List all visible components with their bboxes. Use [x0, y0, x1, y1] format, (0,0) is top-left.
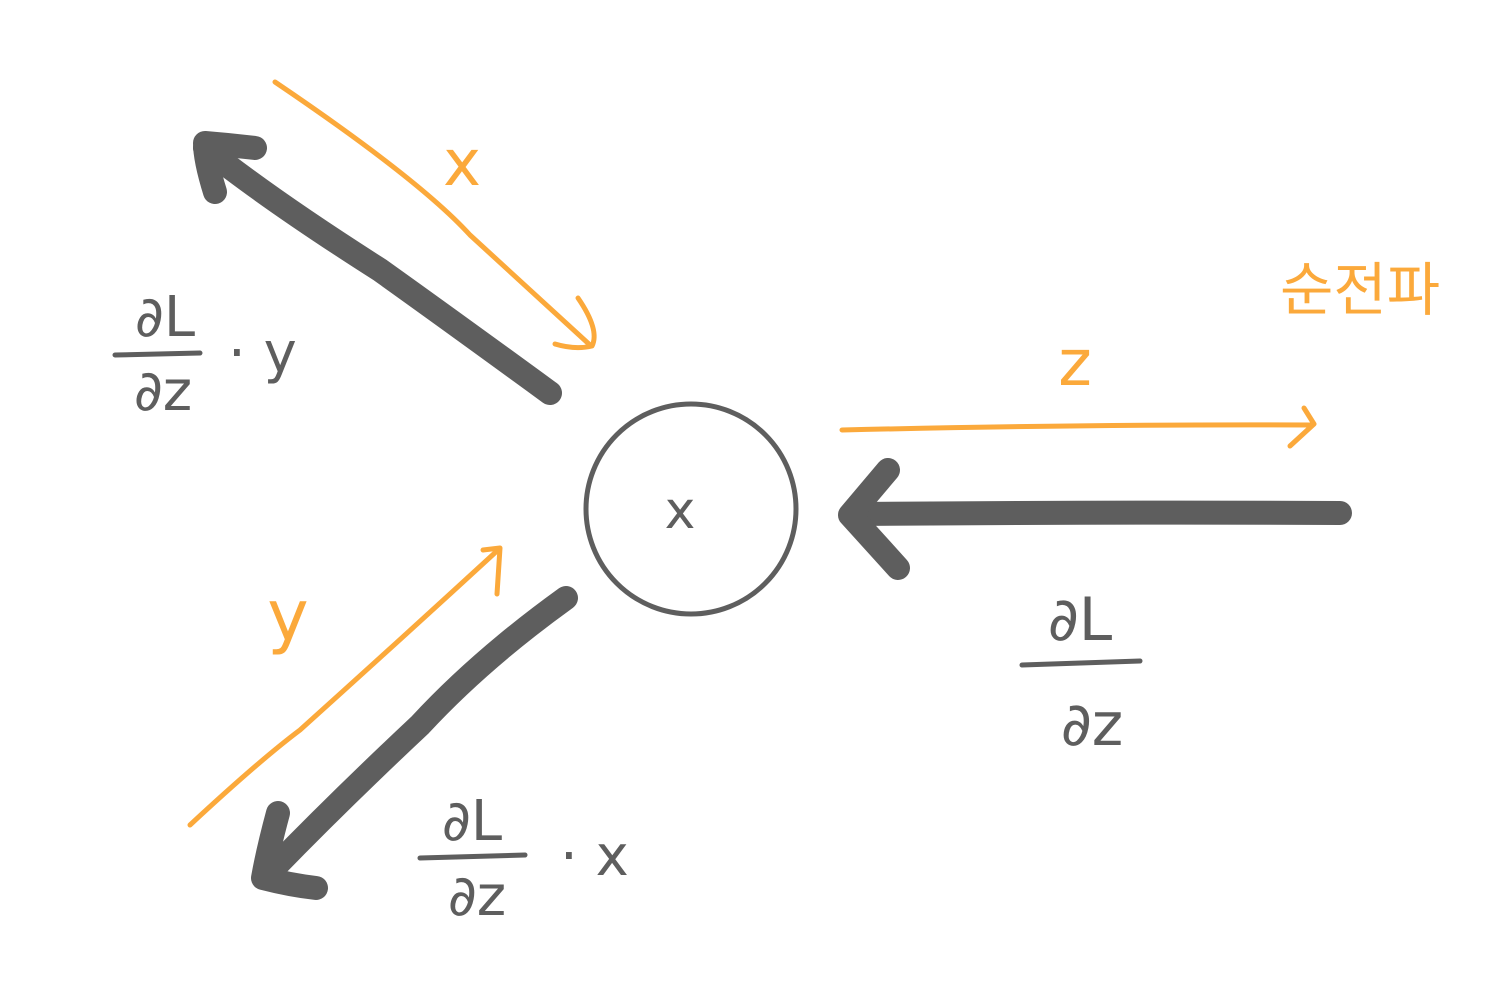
backward-arrow-to-x-head [193, 131, 267, 204]
grad-x-denominator: ∂z [134, 359, 192, 424]
forward-arrows [187, 79, 1317, 828]
forward-arrow-y [187, 547, 501, 828]
node-operator-label: x [665, 481, 696, 541]
forward-arrow-z [839, 422, 1315, 433]
forward-label-x: x [443, 127, 481, 201]
backward-arrow-to-y [260, 586, 578, 882]
forward-label-y: y [267, 575, 308, 657]
grad-upstream-numerator: ∂L [1048, 585, 1113, 655]
grad-y-factor: · x [560, 824, 629, 889]
forward-label-z: z [1058, 327, 1092, 401]
forward-labels: 순전파 x y z [267, 127, 1440, 657]
grad-upstream-fraction: ∂L ∂z [1019, 585, 1143, 760]
forward-arrow-x-head [552, 295, 597, 351]
grad-x-numerator: ∂L [135, 285, 195, 350]
forward-arrow-y-head [480, 545, 503, 597]
grad-x-bar [112, 350, 203, 358]
grad-y-numerator: ∂L [442, 789, 502, 854]
grad-y-bar [417, 852, 528, 861]
backward-arrow-to-y-head [251, 801, 328, 900]
backward-arrows [193, 131, 1352, 900]
backward-arrow-to-x [193, 136, 562, 405]
grad-upstream-denominator: ∂z [1061, 690, 1124, 760]
grad-y-denominator: ∂z [448, 864, 506, 929]
grad-upstream-bar [1019, 658, 1143, 668]
multiply-node: x [583, 401, 799, 617]
forward-arrow-z-head [1287, 405, 1317, 449]
backward-arrow-upstream-head [838, 458, 910, 580]
forward-title: 순전파 [1280, 256, 1440, 324]
grad-x-expression: ∂L ∂z · y [112, 285, 297, 424]
grad-x-factor: · y [228, 321, 297, 386]
backward-labels: ∂L ∂z ∂L ∂z · y ∂L ∂z · x [112, 285, 1143, 929]
grad-y-expression: ∂L ∂z · x [417, 789, 629, 929]
forward-arrow-x [272, 79, 593, 348]
node-circle [583, 401, 799, 617]
backward-arrow-upstream [843, 500, 1352, 526]
